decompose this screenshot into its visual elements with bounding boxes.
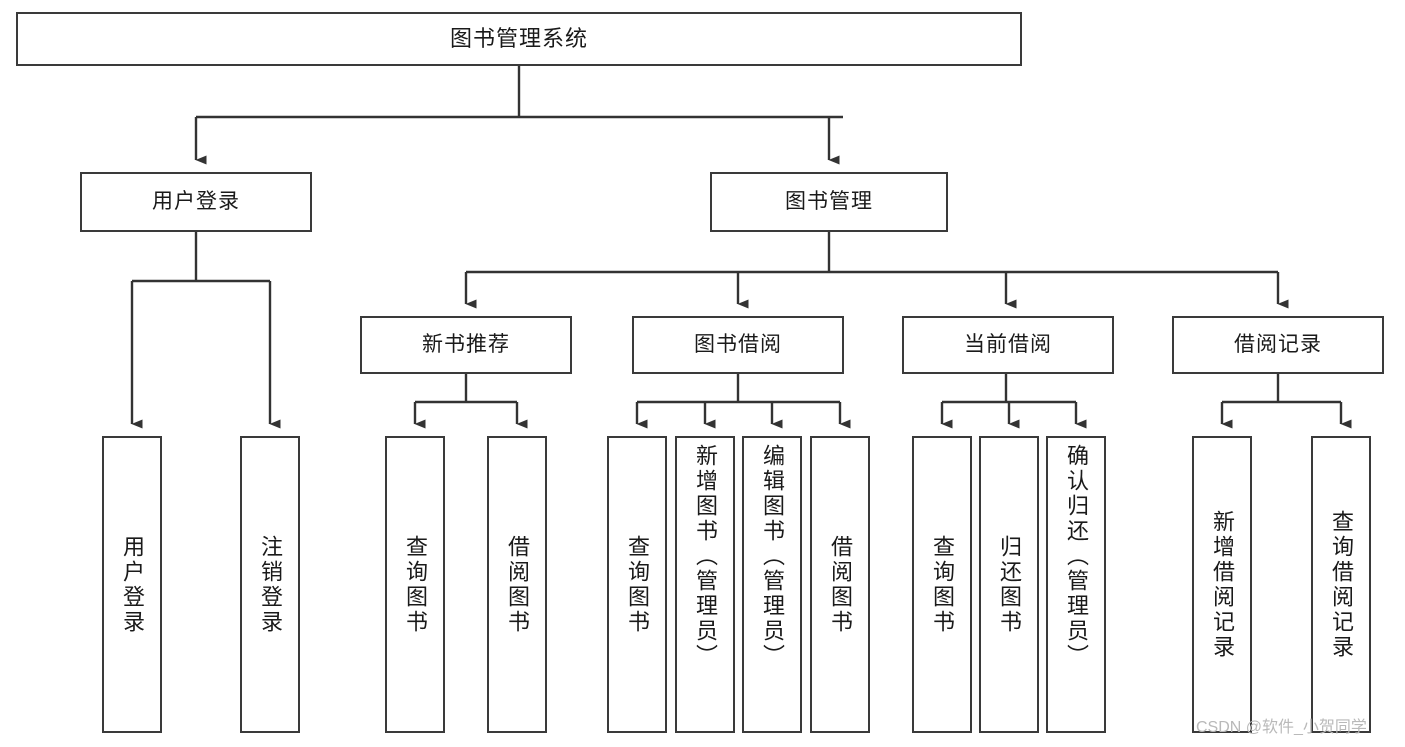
node-borrow-record[interactable]: 借阅记录 [1172, 316, 1384, 374]
node-book-management[interactable]: 图书管理 [710, 172, 948, 232]
node-root-book-management-system[interactable]: 图书管理系统 [16, 12, 1022, 66]
node-label: 借阅图书 [505, 534, 530, 635]
node-label: 确认归还（管理员） [1064, 444, 1089, 669]
csdn-watermark: CSDN @软件_小贺同学 [1196, 719, 1367, 736]
node-label: 借阅记录 [1234, 332, 1322, 356]
node-label: 注销登录 [258, 534, 283, 635]
node-label: 查询借阅记录 [1329, 509, 1354, 660]
node-label: 借阅图书 [828, 534, 853, 635]
leaf-borrow-book[interactable]: 借阅图书 [810, 436, 870, 733]
node-label: 新书推荐 [422, 332, 510, 356]
leaf-query-borrow-record[interactable]: 查询借阅记录 [1311, 436, 1371, 733]
leaf-borrow-book-recommend[interactable]: 借阅图书 [487, 436, 547, 733]
node-new-book-recommend[interactable]: 新书推荐 [360, 316, 572, 374]
leaf-add-book-admin[interactable]: 新增图书（管理员） [675, 436, 735, 733]
node-current-borrow[interactable]: 当前借阅 [902, 316, 1114, 374]
node-label: 图书借阅 [694, 332, 782, 356]
leaf-query-book-recommend[interactable]: 查询图书 [385, 436, 445, 733]
node-label: 用户登录 [120, 534, 145, 635]
leaf-query-book-borrow[interactable]: 查询图书 [607, 436, 667, 733]
node-user-login[interactable]: 用户登录 [80, 172, 312, 232]
node-label: 查询图书 [930, 534, 955, 635]
node-label: 用户登录 [152, 189, 240, 213]
node-label: 图书管理 [785, 189, 873, 213]
leaf-logout[interactable]: 注销登录 [240, 436, 300, 733]
leaf-query-book-current[interactable]: 查询图书 [912, 436, 972, 733]
node-label: 归还图书 [997, 534, 1022, 635]
leaf-return-book[interactable]: 归还图书 [979, 436, 1039, 733]
leaf-user-login[interactable]: 用户登录 [102, 436, 162, 733]
leaf-add-borrow-record[interactable]: 新增借阅记录 [1192, 436, 1252, 733]
leaf-confirm-return-admin[interactable]: 确认归还（管理员） [1046, 436, 1106, 733]
node-book-borrow[interactable]: 图书借阅 [632, 316, 844, 374]
node-label: 新增图书（管理员） [693, 444, 718, 669]
node-label: 图书管理系统 [449, 26, 588, 52]
node-label: 查询图书 [625, 534, 650, 635]
node-label: 新增借阅记录 [1210, 509, 1235, 660]
node-label: 编辑图书（管理员） [760, 444, 785, 669]
leaf-edit-book-admin[interactable]: 编辑图书（管理员） [742, 436, 802, 733]
node-label: 查询图书 [403, 534, 428, 635]
node-label: 当前借阅 [964, 332, 1052, 356]
